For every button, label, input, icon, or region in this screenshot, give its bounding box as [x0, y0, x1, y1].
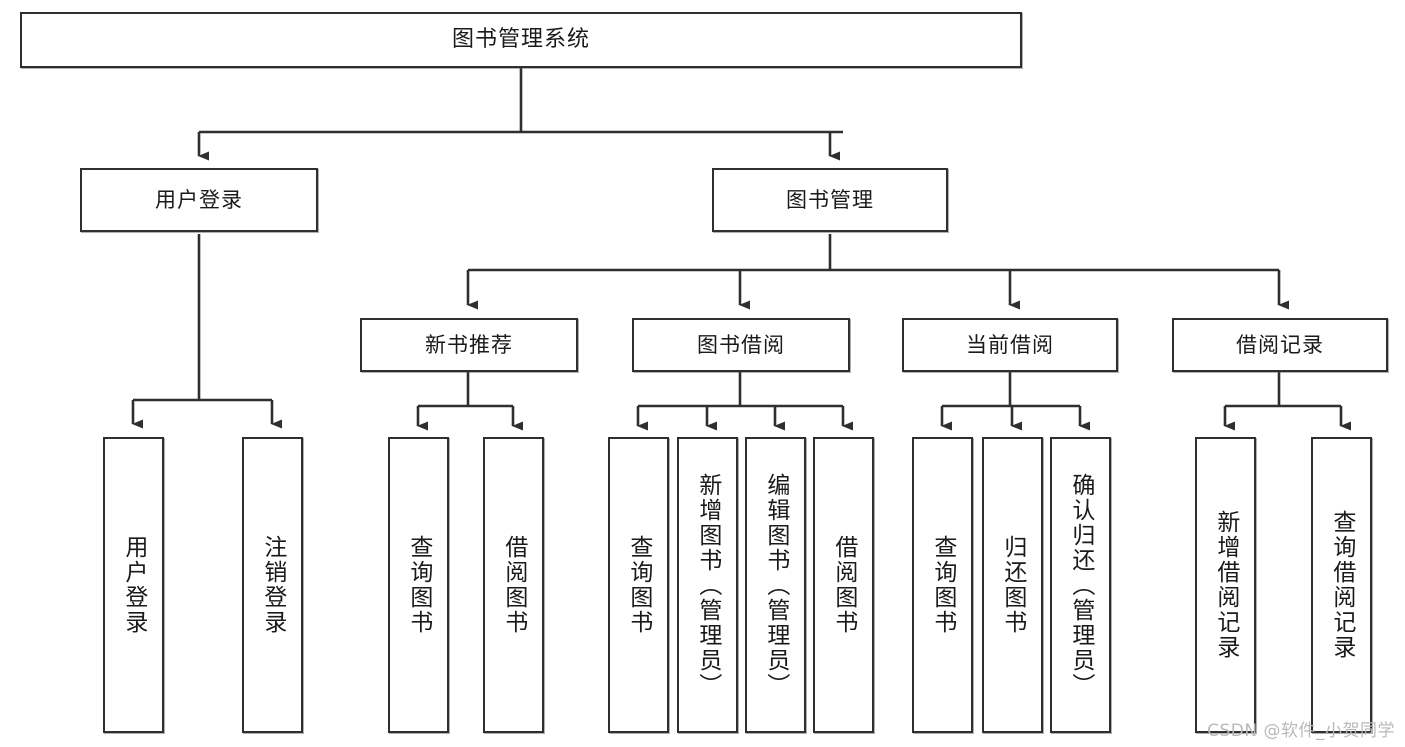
- node-label: 归还图书: [999, 535, 1026, 635]
- node-label: 图书借阅: [697, 332, 785, 357]
- node-label: 借阅记录: [1236, 332, 1324, 357]
- node-leaf-borrow-book-2[interactable]: 借阅图书: [813, 437, 874, 733]
- node-label: 借阅图书: [830, 535, 857, 635]
- node-leaf-add-borrow-record[interactable]: 新增借阅记录: [1195, 437, 1256, 733]
- node-leaf-query-borrow-record[interactable]: 查询借阅记录: [1311, 437, 1372, 733]
- node-label: 查询图书: [405, 535, 432, 635]
- node-book-manage[interactable]: 图书管理: [712, 168, 948, 232]
- node-label: 查询图书: [929, 535, 956, 635]
- node-label: 编辑图书（管理员）: [762, 472, 789, 698]
- node-user-login[interactable]: 用户登录: [80, 168, 318, 232]
- node-label: 图书管理系统: [451, 27, 590, 53]
- node-label: 用户登录: [120, 535, 147, 635]
- node-leaf-borrow-book-1[interactable]: 借阅图书: [483, 437, 544, 733]
- node-label: 确认归还（管理员）: [1067, 472, 1094, 698]
- node-label: 图书管理: [786, 187, 874, 212]
- node-leaf-logout-login[interactable]: 注销登录: [242, 437, 303, 733]
- node-borrow-record[interactable]: 借阅记录: [1172, 318, 1388, 372]
- watermark: CSDN @软件_小贺同学: [1207, 721, 1395, 741]
- node-leaf-user-login[interactable]: 用户登录: [103, 437, 164, 733]
- node-book-borrow[interactable]: 图书借阅: [632, 318, 850, 372]
- node-label: 新增图书（管理员）: [694, 472, 721, 698]
- node-leaf-edit-book-admin[interactable]: 编辑图书（管理员）: [745, 437, 806, 733]
- node-leaf-add-book-admin[interactable]: 新增图书（管理员）: [677, 437, 738, 733]
- node-root-system[interactable]: 图书管理系统: [20, 12, 1022, 68]
- node-label: 注销登录: [259, 535, 286, 635]
- node-label: 查询图书: [625, 535, 652, 635]
- node-leaf-return-book[interactable]: 归还图书: [982, 437, 1043, 733]
- node-current-borrow[interactable]: 当前借阅: [902, 318, 1118, 372]
- node-new-book-recommend[interactable]: 新书推荐: [360, 318, 578, 372]
- node-label: 新增借阅记录: [1212, 510, 1239, 660]
- node-leaf-query-book-2[interactable]: 查询图书: [608, 437, 669, 733]
- node-label: 借阅图书: [500, 535, 527, 635]
- node-label: 当前借阅: [966, 332, 1054, 357]
- node-leaf-confirm-return-admin[interactable]: 确认归还（管理员）: [1050, 437, 1111, 733]
- node-label: 查询借阅记录: [1328, 510, 1355, 660]
- node-leaf-query-book-1[interactable]: 查询图书: [388, 437, 449, 733]
- node-label: 新书推荐: [425, 332, 513, 357]
- node-leaf-query-book-3[interactable]: 查询图书: [912, 437, 973, 733]
- node-label: 用户登录: [155, 187, 243, 212]
